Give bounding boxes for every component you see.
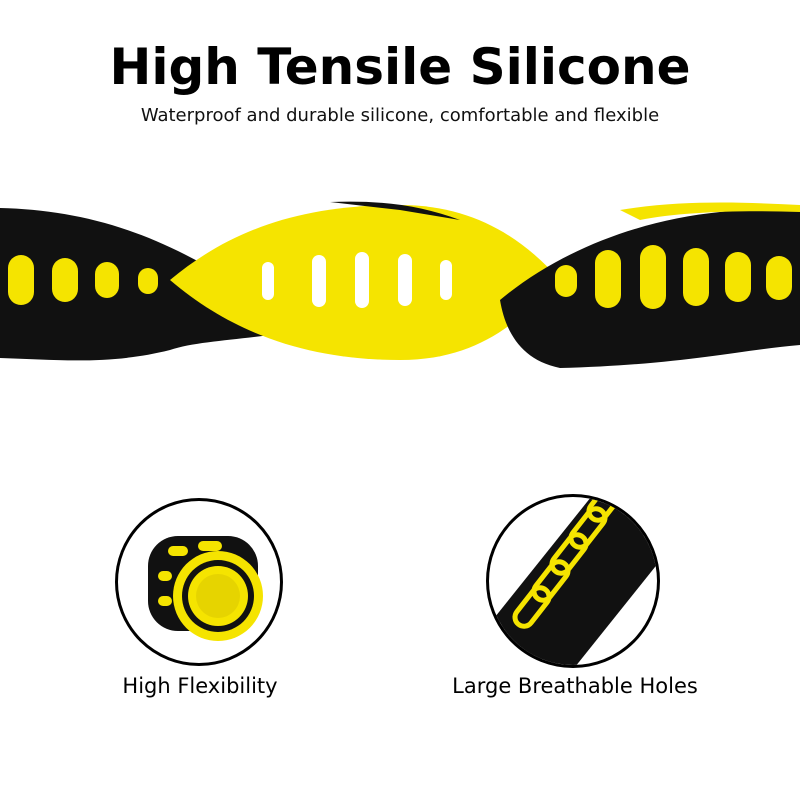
feature-circle-flexibility — [115, 498, 283, 666]
feature-label-holes: Large Breathable Holes — [452, 674, 698, 698]
twisted-band-image — [0, 201, 800, 368]
feature-circle-holes — [486, 494, 660, 668]
feature-label-flexibility: High Flexibility — [122, 674, 278, 698]
page-subtitle: Waterproof and durable silicone, comfort… — [140, 105, 660, 126]
rolled-band-icon — [148, 536, 263, 641]
band-holes-icon — [489, 497, 657, 665]
band-holes-right — [555, 245, 792, 309]
band-holes-left — [8, 255, 158, 305]
page-title: High Tensile Silicone — [109, 38, 691, 96]
band-holes-middle — [262, 252, 452, 308]
